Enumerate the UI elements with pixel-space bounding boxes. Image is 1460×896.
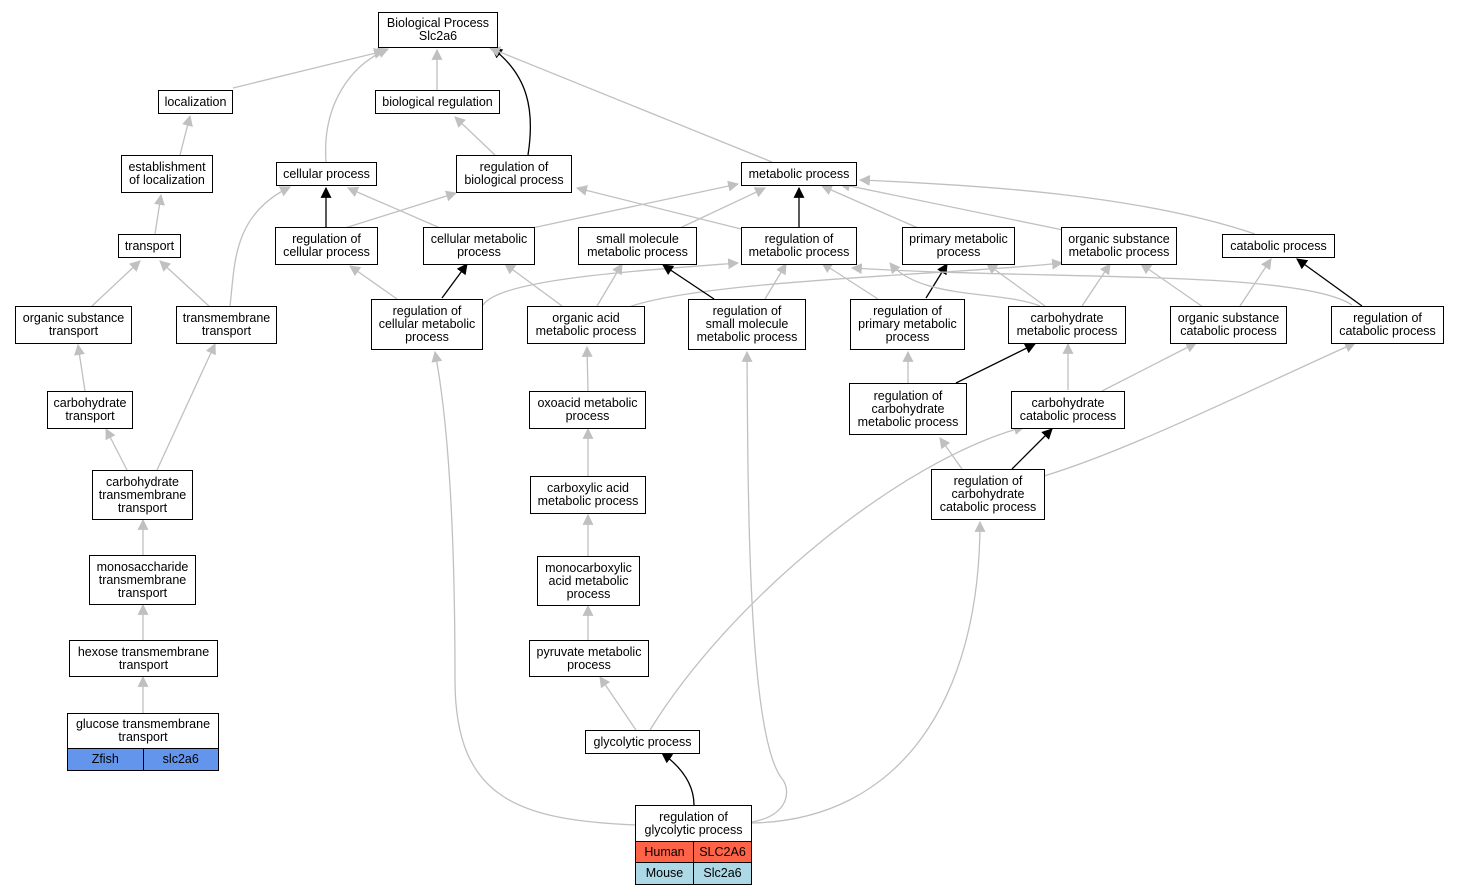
edge	[955, 343, 1036, 384]
edge	[91, 260, 141, 307]
node-transmembrane-transport[interactable]: transmembrane transport	[176, 306, 277, 344]
edge	[1239, 258, 1272, 307]
node-regulation-of-cellular-metabolic-process[interactable]: regulation of cellular metabolic process	[371, 299, 483, 350]
edge	[504, 263, 563, 307]
edge	[581, 345, 593, 392]
edge	[662, 264, 715, 300]
node-monocarboxylic-acid-metabolic-process[interactable]: monocarboxylic acid metabolic process	[537, 556, 640, 606]
annotation-row-human: Human SLC2A6	[635, 841, 752, 864]
edge	[850, 263, 1353, 306]
node-organic-substance-catabolic-process[interactable]: organic substance catabolic process	[1170, 306, 1287, 344]
node-organic-acid-metabolic-process[interactable]: organic acid metabolic process	[527, 306, 645, 344]
edge	[575, 185, 746, 231]
edge	[751, 520, 986, 824]
species-label: Mouse	[645, 866, 684, 880]
node-carbohydrate-metabolic-process[interactable]: carbohydrate metabolic process	[1008, 306, 1126, 344]
edge	[1043, 342, 1357, 477]
edge	[531, 180, 740, 229]
node-localization[interactable]: localization	[158, 90, 233, 114]
edge	[74, 343, 86, 392]
node-metabolic-process[interactable]: metabolic process	[741, 162, 857, 186]
node-transport[interactable]: transport	[118, 234, 181, 258]
edge	[1296, 258, 1363, 307]
edge	[925, 263, 948, 299]
edge	[939, 437, 963, 470]
edge	[159, 260, 211, 308]
node-small-molecule-metabolic-process[interactable]: small molecule metabolic process	[578, 227, 697, 265]
node-establishment-of-localization[interactable]: establishment of localization	[121, 155, 213, 193]
node-regulation-of-biological-process[interactable]: regulation of biological process	[456, 155, 572, 193]
edge	[349, 265, 398, 300]
node-carbohydrate-transport[interactable]: carbohydrate transport	[47, 391, 133, 429]
node-hexose-transmembrane-transport[interactable]: hexose transmembrane transport	[69, 640, 218, 677]
edge	[858, 174, 1256, 235]
gene-label: SLC2A6	[693, 842, 751, 863]
node-monosaccharide-transmembrane-transport[interactable]: monosaccharide transmembrane transport	[89, 555, 196, 605]
node-carboxylic-acid-metabolic-process[interactable]: carboxylic acid metabolic process	[530, 476, 646, 514]
species-label: Human	[644, 845, 685, 859]
edge	[599, 676, 637, 731]
edge	[741, 350, 788, 823]
node-primary-metabolic-process[interactable]: primary metabolic process	[902, 227, 1015, 265]
edge	[346, 186, 441, 229]
edge	[454, 116, 496, 156]
node-regulation-of-catabolic-process[interactable]: regulation of catabolic process	[1331, 306, 1444, 344]
edge	[324, 47, 390, 163]
edge	[232, 48, 386, 89]
node-oxoacid-metabolic-process[interactable]: oxoacid metabolic process	[529, 391, 646, 429]
node-catabolic-process[interactable]: catabolic process	[1222, 234, 1335, 258]
annotation-row-mouse: Mouse Slc2a6	[635, 862, 752, 885]
edge	[154, 193, 165, 235]
node-regulation-of-metabolic-process[interactable]: regulation of metabolic process	[741, 227, 857, 265]
node-biological-regulation[interactable]: biological regulation	[375, 90, 500, 114]
edge	[431, 350, 637, 826]
node-regulation-of-carbohydrate-metabolic-process[interactable]: regulation of carbohydrate metabolic pro…	[849, 383, 967, 435]
edge	[649, 424, 1026, 731]
node-glycolytic-process[interactable]: glycolytic process	[585, 730, 700, 754]
node-regulation-of-small-molecule-metabolic-process[interactable]: regulation of small molecule metabolic p…	[688, 299, 806, 350]
node-regulation-of-cellular-process[interactable]: regulation of cellular process	[275, 227, 378, 265]
species-label: Zfish	[91, 752, 119, 766]
edge	[821, 262, 879, 300]
edge	[1011, 428, 1053, 470]
edge	[179, 114, 193, 156]
edge	[889, 262, 1041, 307]
edge	[1140, 263, 1204, 308]
edge	[1081, 263, 1111, 307]
node-cellular-metabolic-process[interactable]: cellular metabolic process	[423, 227, 535, 265]
edge	[491, 47, 532, 156]
edge	[488, 46, 773, 163]
edge	[482, 258, 740, 306]
edge	[229, 186, 291, 307]
edge	[625, 258, 1064, 309]
edge	[105, 428, 128, 471]
edge	[820, 184, 919, 229]
edge	[679, 187, 766, 229]
node-organic-substance-metabolic-process[interactable]: organic substance metabolic process	[1061, 227, 1177, 265]
gene-label: slc2a6	[142, 749, 219, 770]
gene-label: Slc2a6	[693, 863, 751, 884]
node-regulation-of-carbohydrate-catabolic-process[interactable]: regulation of carbohydrate catabolic pro…	[931, 469, 1045, 520]
edge	[441, 263, 468, 299]
node-carbohydrate-transmembrane-transport[interactable]: carbohydrate transmembrane transport	[92, 470, 193, 520]
edge	[986, 263, 1046, 307]
annotation-row-zfish: Zfish slc2a6	[67, 748, 219, 771]
node-glucose-transmembrane-transport[interactable]: glucose transmembrane transport	[67, 713, 219, 749]
edge	[156, 343, 216, 471]
edge	[764, 263, 787, 300]
node-root[interactable]: Biological Process Slc2a6	[378, 12, 498, 48]
node-organic-substance-transport[interactable]: organic substance transport	[15, 306, 132, 344]
node-regulation-of-primary-metabolic-process[interactable]: regulation of primary metabolic process	[850, 299, 965, 350]
node-cellular-process[interactable]: cellular process	[276, 162, 377, 186]
node-pyruvate-metabolic-process[interactable]: pyruvate metabolic process	[529, 640, 649, 677]
node-regulation-of-glycolytic-process[interactable]: regulation of glycolytic process	[635, 805, 752, 842]
node-carbohydrate-catabolic-process[interactable]: carbohydrate catabolic process	[1011, 391, 1125, 429]
edge	[661, 752, 695, 806]
edge	[596, 263, 623, 307]
edge	[838, 180, 1064, 231]
edge	[1101, 342, 1197, 392]
